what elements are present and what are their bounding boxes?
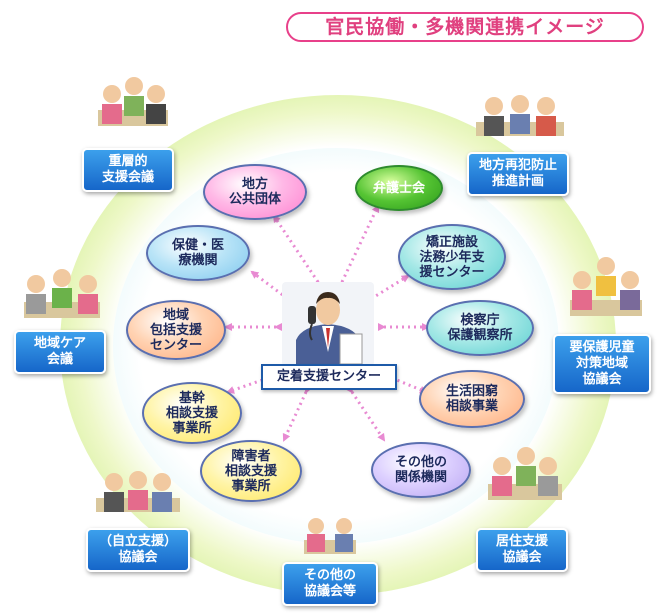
arrow-correctional [358,274,410,309]
meeting-people-icon [98,77,168,126]
meeting-multi-layer: 重層的 支援会議 [82,148,174,192]
meeting-self-support: （自立支援） 協議会 [86,528,190,572]
meeting-people-icon [96,471,180,512]
org-local-gov: 地方 公共団体 [203,164,307,220]
org-poverty-consult: 生活困窮 相談事業 [419,370,525,428]
org-prosecution: 検察庁 保護観察所 [426,300,534,356]
arrow-other [345,384,386,442]
phone-man-icon [282,282,374,366]
org-bar-assoc: 弁護士会 [355,165,443,211]
meeting-recidivism-plan: 地方再犯防止 推進計画 [467,152,569,196]
meeting-housing-support: 居住支援 協議会 [476,528,568,572]
org-community-care: 地域 包括支援 センター [126,300,226,360]
org-health-medical: 保健・医 療機関 [146,225,250,281]
org-other-agencies: その他の 関係機関 [371,442,471,498]
center-label: 定着支援センター [261,364,397,390]
arrow-local-gov [272,214,325,290]
diagram-title: 官民協働・多機関連携イメージ [286,12,644,42]
meeting-people-icon [570,257,642,316]
meeting-people-icon [476,95,564,136]
meeting-child-protection: 要保護児童 対策地域 協議会 [553,334,651,394]
meeting-people-icon [488,447,562,500]
arrow-disability [282,384,313,442]
meeting-other-councils: その他の 協議会等 [282,562,378,606]
arrow-bar-assoc [335,204,380,290]
org-correctional: 矯正施設 法務少年支 援センター [398,224,506,290]
org-disability-consult: 障害者 相談支援 事業所 [200,440,302,502]
meeting-people-icon [24,269,100,318]
arrow-health [250,270,300,309]
org-core-consult: 基幹 相談支援 事業所 [142,382,242,444]
meeting-community-care: 地域ケア 会議 [14,330,106,374]
meeting-people-icon [304,518,356,554]
